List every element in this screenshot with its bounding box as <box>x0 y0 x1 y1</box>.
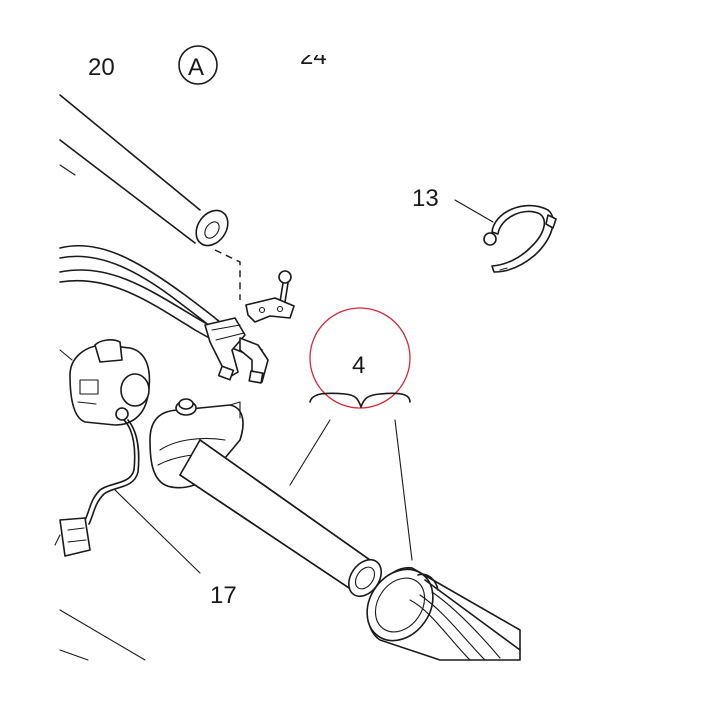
callout-A: A <box>178 45 218 85</box>
callout-4: 4 <box>289 307 413 561</box>
callout-13: 13 <box>412 185 494 223</box>
callout-24: 24 <box>290 30 340 70</box>
throttle-cables <box>59 244 269 384</box>
highlight-circle <box>309 307 411 409</box>
cable-bracket <box>245 270 295 323</box>
callout-13-label: 13 <box>412 185 439 212</box>
callout-20-label: 20 <box>88 54 115 81</box>
clamp-part-13 <box>483 204 557 273</box>
callout-A-circle <box>178 45 218 85</box>
lower-left-lines <box>59 609 146 661</box>
callout-20: 20 <box>88 54 115 81</box>
callout-4-label: 4 <box>352 352 365 379</box>
throttle-grip-tube <box>179 439 383 598</box>
handlebar-tube <box>59 94 241 300</box>
callout-A-label: A <box>188 54 204 81</box>
switch-housing <box>59 339 151 426</box>
switch-wiring <box>54 419 140 557</box>
rubber-grip <box>366 566 521 661</box>
callout-17-label: 17 <box>210 582 237 609</box>
callout-17: 17 <box>114 489 237 609</box>
